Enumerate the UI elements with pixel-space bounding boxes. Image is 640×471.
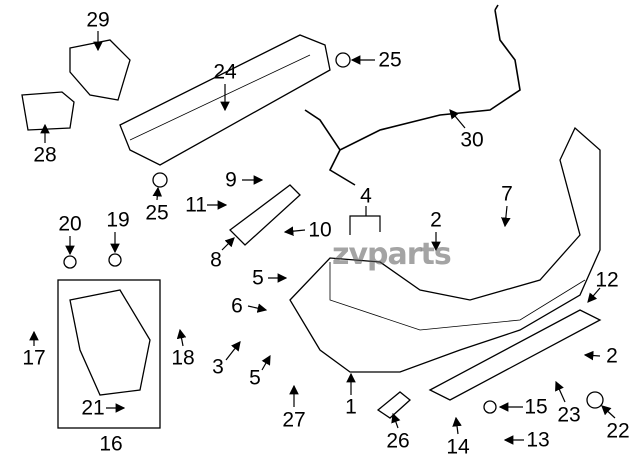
- callout-15: 15: [524, 395, 548, 419]
- callout-5: 5: [252, 266, 264, 290]
- callout-28: 28: [33, 143, 57, 167]
- callout-5b: 5: [249, 366, 261, 390]
- callout-10: 10: [308, 218, 332, 242]
- callout-11: 11: [185, 193, 207, 217]
- cover-26: [376, 391, 412, 419]
- callout-24: 24: [213, 60, 237, 84]
- callout-13: 13: [526, 428, 550, 452]
- callout-19: 19: [106, 208, 130, 232]
- callout-2b: 2: [606, 344, 618, 368]
- callout-14: 14: [446, 435, 470, 459]
- callout-arrows: [29, 31, 616, 445]
- callout-7: 7: [501, 182, 513, 206]
- callout-23: 23: [557, 403, 581, 427]
- callout-12: 12: [595, 268, 619, 292]
- callout-22: 22: [606, 419, 630, 443]
- callout-16: 16: [99, 432, 123, 456]
- callout-25: 25: [378, 48, 402, 72]
- callout-20: 20: [58, 212, 82, 236]
- callout-6: 6: [231, 294, 243, 318]
- callout-17: 17: [22, 346, 46, 370]
- callout-25b: 25: [145, 201, 169, 225]
- callout-26: 26: [386, 429, 410, 453]
- callout-3: 3: [212, 355, 224, 379]
- callout-21: 21: [81, 396, 105, 420]
- wiring-harness: [304, 4, 521, 186]
- callout-18: 18: [171, 346, 195, 370]
- callout-2: 2: [430, 208, 442, 232]
- callout-27: 27: [282, 408, 306, 432]
- watermark: zvparts: [332, 237, 452, 272]
- bumper-cover: [289, 126, 601, 373]
- lower-bracket-12: [428, 309, 602, 401]
- callout-1: 1: [345, 395, 357, 419]
- callout-8: 8: [210, 248, 222, 272]
- callout-30: 30: [460, 128, 484, 152]
- callout-29: 29: [86, 8, 110, 32]
- box-16: [57, 279, 161, 429]
- bracket-29: [69, 39, 131, 101]
- bracket-8: [229, 184, 301, 246]
- callout-9: 9: [225, 168, 237, 192]
- module-28: [21, 91, 75, 131]
- callout-4: 4: [360, 184, 372, 208]
